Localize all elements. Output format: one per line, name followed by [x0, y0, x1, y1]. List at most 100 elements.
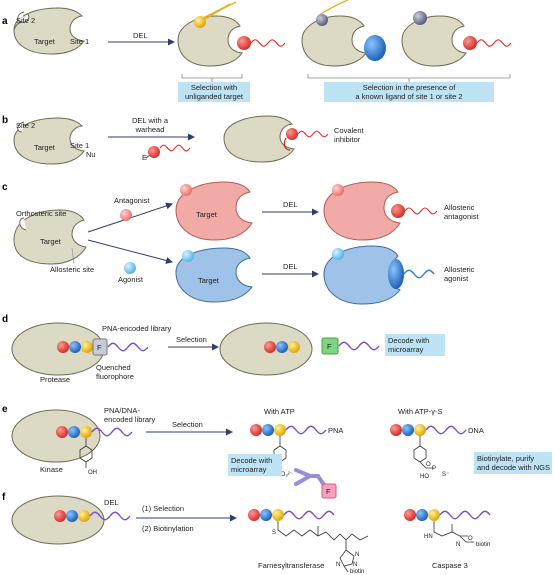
target-shape	[13, 209, 87, 265]
blue-building-block	[416, 509, 428, 521]
red-dna-tag	[405, 207, 437, 215]
kinase-label: Kinase	[40, 465, 63, 474]
red-building-block	[56, 426, 68, 438]
target-label: Target	[40, 237, 62, 246]
decode-line2: microarray	[231, 465, 267, 474]
farnesyltransferase-label: Farnesyltransferase	[258, 561, 324, 570]
with-atp-label: With ATP	[264, 407, 295, 416]
yellow-building-block	[78, 510, 90, 522]
caspase-adduct	[433, 521, 474, 543]
red-building-block	[404, 509, 416, 521]
yellow-building-block	[274, 424, 286, 436]
panel-e: e OH PNA/DNA- encoded library Kinase Sel…	[2, 404, 552, 499]
blue-building-block	[388, 259, 404, 289]
antagonist-bead	[180, 184, 192, 196]
bracket	[307, 74, 511, 82]
n2-label: N	[353, 562, 357, 568]
red-dna-tag	[160, 144, 190, 152]
target-shape-covalent	[223, 115, 295, 163]
n4-label: N	[456, 542, 460, 548]
o-label: O	[426, 462, 431, 468]
protease-label: Protease	[40, 375, 70, 384]
red-dna-tag	[298, 130, 328, 138]
agonist-bead	[182, 250, 194, 262]
library-line2: encoded library	[104, 415, 156, 424]
target-shape-liganded-2	[401, 15, 467, 67]
target-shape	[13, 7, 85, 55]
site1-label: Site 1	[70, 141, 89, 150]
orthosteric-pocket	[19, 217, 27, 231]
decode-box	[385, 334, 445, 356]
panel-d: d F PNA-encoded library Protease Quenche…	[2, 314, 445, 384]
red-building-block	[237, 36, 251, 50]
allosteric-pointer	[71, 247, 75, 265]
del1-label: DEL	[283, 200, 298, 209]
blue-building-block	[69, 341, 81, 353]
site1-label: Site 1	[70, 37, 89, 46]
red-building-block	[390, 424, 402, 436]
bracket	[181, 74, 243, 82]
site2-pocket	[17, 11, 25, 23]
panel-label-e: e	[2, 404, 8, 415]
dna-tag	[425, 425, 467, 435]
ho-label: HO	[420, 474, 429, 480]
target-shape-bound	[177, 15, 243, 67]
o-label: O	[468, 536, 473, 542]
decode-line2: microarray	[388, 345, 424, 354]
orthosteric-label: Orthosteric site	[16, 209, 66, 218]
fluorophore-box	[321, 483, 337, 499]
f2-label: F	[327, 342, 332, 351]
agonist-label: Agonist	[118, 275, 144, 284]
arrow-agonist	[87, 239, 173, 264]
pna-tag	[107, 342, 149, 352]
covalent-bond	[283, 137, 291, 151]
agonist-bead	[332, 248, 344, 260]
target-blue	[175, 247, 253, 303]
antagonist-result-2: antagonist	[444, 212, 480, 221]
selection-label: Selection	[172, 420, 203, 429]
dna-tag	[439, 510, 491, 520]
dna-tag	[89, 511, 131, 521]
red-building-block	[463, 36, 477, 50]
tyrosine-ring	[79, 438, 93, 468]
site2-pocket	[17, 121, 25, 133]
red-dna-tag	[251, 39, 285, 47]
selection-label: Selection	[176, 335, 207, 344]
target-label: Target	[34, 37, 56, 46]
quenched-line2: fluorophore	[96, 372, 134, 381]
yellow-building-block	[80, 426, 92, 438]
target-red-label: Target	[196, 210, 218, 219]
yellow-dna-tag	[317, 0, 349, 17]
panel-label-d: d	[2, 314, 8, 325]
antagonist-bead	[332, 184, 344, 196]
red-dna-tag	[477, 39, 511, 47]
s-label: S⁻	[442, 472, 449, 478]
thiophosphotyrosine-ring	[413, 436, 434, 469]
yellow-building-block	[414, 424, 426, 436]
panel-label-c: c	[2, 182, 8, 193]
red-building-block	[148, 146, 160, 158]
target-label: Target	[34, 143, 56, 152]
warhead-line2: warhead	[135, 125, 165, 134]
del2-label: DEL	[283, 262, 298, 271]
nu-label: Nu	[86, 150, 96, 159]
red-building-block	[57, 341, 69, 353]
agonist-result-2: agonist	[444, 274, 469, 283]
blue-building-block	[276, 341, 288, 353]
pna-label: PNA	[328, 426, 343, 435]
ngs-box	[474, 452, 552, 474]
antagonist-label: Antagonist	[114, 196, 150, 205]
library-line1: PNA/DNA-	[104, 406, 140, 415]
pna-tag	[285, 425, 327, 435]
target-shape-liganded	[301, 15, 367, 67]
site2-label: Site 2	[16, 121, 35, 130]
grey-known-ligand	[413, 11, 427, 25]
del-label: DEL	[133, 31, 148, 40]
hn-label: HN	[424, 534, 433, 540]
covalent-line1: Covalent	[334, 126, 365, 135]
pna-library-label: PNA-encoded library	[102, 324, 171, 333]
agonist-result-1: Allosteric	[444, 265, 475, 274]
f-label: F	[97, 343, 102, 352]
opo3-label: OPO₃²⁻	[272, 472, 293, 478]
panel-label-b: b	[2, 115, 8, 126]
